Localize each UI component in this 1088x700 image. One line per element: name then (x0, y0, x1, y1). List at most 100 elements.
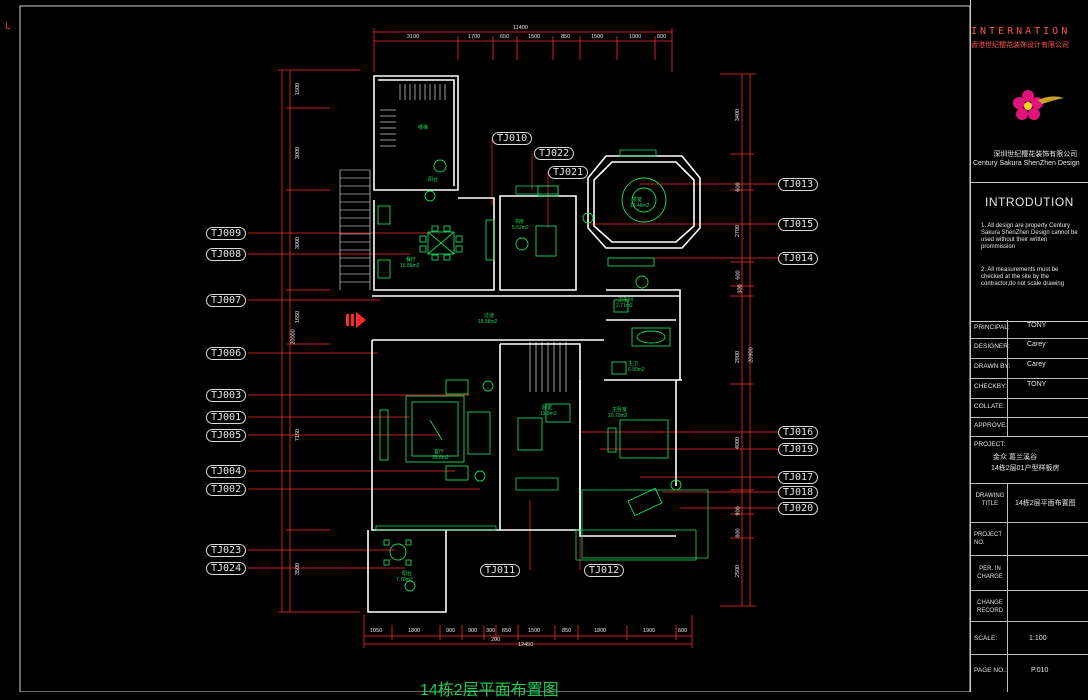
dim-top-seg: 650 (500, 34, 510, 40)
room-area: 6.99m2 (628, 367, 645, 373)
dim-right-seg: 600 (735, 182, 742, 192)
row-approve: APPROVE: (971, 418, 1088, 437)
room-area: 2.71m2 (616, 303, 633, 309)
drawing-frame (19, 5, 970, 692)
dim-bottom-total: 12450 (518, 642, 534, 648)
dim-bottom-seg: 1500 (528, 628, 541, 634)
callout-tag: TJ011 (480, 564, 521, 577)
row-project: PROJECT: 金众 葛兰溪谷 14栋2层01户型样板房 (971, 437, 1088, 484)
company-name: 深圳世纪樱花装饰有限公司 Century Sakura ShenZhen Des… (973, 150, 1080, 168)
dim-top-seg: 1900 (629, 34, 642, 40)
callout-tag: TJ008 (206, 248, 247, 261)
dim-top-total: 11400 (513, 25, 528, 31)
callout-leaders (248, 138, 778, 570)
dim-left-seg: 3000 (295, 236, 302, 250)
entry-arrow-icon (346, 312, 366, 328)
room-area: 13.8m2 (540, 411, 557, 417)
company-cn-top: 香港世纪樱花装饰设计有限公司 (971, 42, 1069, 49)
room-label: 阳台 (402, 571, 413, 577)
dim-bottom-seg: 1050 (370, 628, 383, 634)
row-drawn-by: DRAWN BY: Carey (971, 359, 1088, 379)
dim-bottom-seg: 850 (562, 628, 572, 634)
furniture (377, 159, 682, 592)
dim-bottom-seg: 900 (446, 628, 456, 634)
dim-top-seg: 1500 (528, 34, 541, 40)
dim-top-seg: 1500 (591, 34, 604, 40)
room-label: 客厅 (434, 449, 445, 455)
room-label: 卫生间 (618, 297, 634, 303)
company-cn: 深圳世纪樱花装饰有限公司 (993, 151, 1078, 158)
callout-tag: TJ019 (778, 443, 819, 456)
room-label: 餐厅 (406, 257, 417, 263)
row-drawing-title: DRAWING TITLE 14栋2层平面布置图 (971, 484, 1088, 523)
room-label: 茶室 (632, 197, 643, 203)
dim-bottom-seg: 650 (502, 628, 512, 634)
dim-bottom-seg: 300 (486, 628, 496, 634)
dim-bottom-small: 200 (491, 637, 501, 643)
company-en-top: INTERNATION (971, 26, 1071, 37)
callout-tag: TJ010 (492, 132, 533, 145)
dim-left-seg: 3500 (295, 562, 302, 576)
row-collate: COLLATE: (971, 399, 1088, 418)
sakura-logo-icon (1013, 90, 1064, 120)
floor-plan-drawing (19, 5, 970, 692)
callout-tag: TJ007 (206, 294, 247, 307)
callout-tag: TJ006 (206, 347, 247, 360)
dim-left-seg: 1650 (295, 310, 302, 324)
dim-right-seg: 600 (735, 270, 742, 280)
room-label: 阳台 (428, 177, 439, 183)
callout-tag: TJ022 (534, 147, 575, 160)
callout-tag: TJ018 (778, 486, 819, 499)
room-label: 主卧室 (612, 407, 628, 413)
dim-right-seg: 4000 (735, 436, 742, 450)
dim-right-seg: 2900 (735, 350, 742, 364)
callout-tag: TJ014 (778, 252, 819, 265)
corner-mark: L (5, 22, 11, 32)
dim-right-seg: 300 (737, 284, 744, 294)
room-area: 5.52m2 (512, 225, 529, 231)
room-area: 15.48m2 (630, 203, 650, 209)
callout-tag: TJ016 (778, 426, 819, 439)
dim-top-seg: 850 (561, 34, 571, 40)
callout-tag: TJ013 (778, 178, 819, 191)
row-checkby: CHECKBY: TONY (971, 379, 1088, 399)
callout-tag: TJ001 (206, 411, 247, 424)
room-area: 15.86m2 (400, 263, 420, 269)
dim-right-seg: 800 (735, 528, 742, 538)
dim-bottom-seg: 1900 (643, 628, 656, 634)
windows (375, 149, 709, 561)
drawing-title: 14栋2层平面布置图 (420, 682, 559, 699)
row-scale: SCALE: 1:100 (971, 622, 1088, 655)
callout-tag: TJ004 (206, 465, 247, 478)
dim-top-seg: 600 (657, 34, 667, 40)
callout-tag: TJ012 (584, 564, 625, 577)
row-page-no: PAGE NO.: P.010 (974, 667, 1049, 674)
callout-tag: TJ015 (778, 218, 819, 231)
dim-left-seg: 7150 (295, 428, 302, 442)
room-area: 7.78m2 (396, 577, 413, 583)
dim-right-seg: 900 (735, 506, 742, 516)
room-area: 18.58m2 (478, 319, 498, 325)
dim-left-seg: 3000 (295, 146, 302, 160)
dim-bottom-seg: 1800 (594, 628, 607, 634)
dim-right-total: 20900 (748, 347, 755, 363)
row-change-record: CHANGE RECORD (971, 591, 1088, 622)
room-area: 36.6m2 (432, 455, 449, 461)
row-project-no: PROJECT NO. (971, 523, 1088, 556)
room-label: 楼梯 (418, 125, 429, 131)
dim-bottom-seg: 600 (678, 628, 688, 634)
dim-top-seg: 1700 (468, 34, 481, 40)
title-block: INTERNATION 香港世纪樱花装饰设计有限公司 深圳世纪樱花装饰有限公司 … (970, 0, 1088, 692)
room-label: 书房 (514, 219, 525, 225)
room-area: 20.79m2 (608, 413, 628, 419)
dim-bottom-seg: 1800 (408, 628, 421, 634)
room-label: 主卫 (628, 361, 639, 367)
top-ticks (373, 28, 673, 72)
callout-tag: TJ003 (206, 389, 247, 402)
dim-bottom-seg: 900 (468, 628, 478, 634)
callout-tag: TJ021 (548, 166, 589, 179)
row-principal: PRINCIPAL: TONY (971, 320, 1088, 339)
company-en: Century Sakura ShenZhen Design (973, 160, 1080, 167)
introduction-section: INTRODUTION 1. All design are property C… (971, 182, 1088, 322)
callout-tag: TJ024 (206, 562, 247, 575)
